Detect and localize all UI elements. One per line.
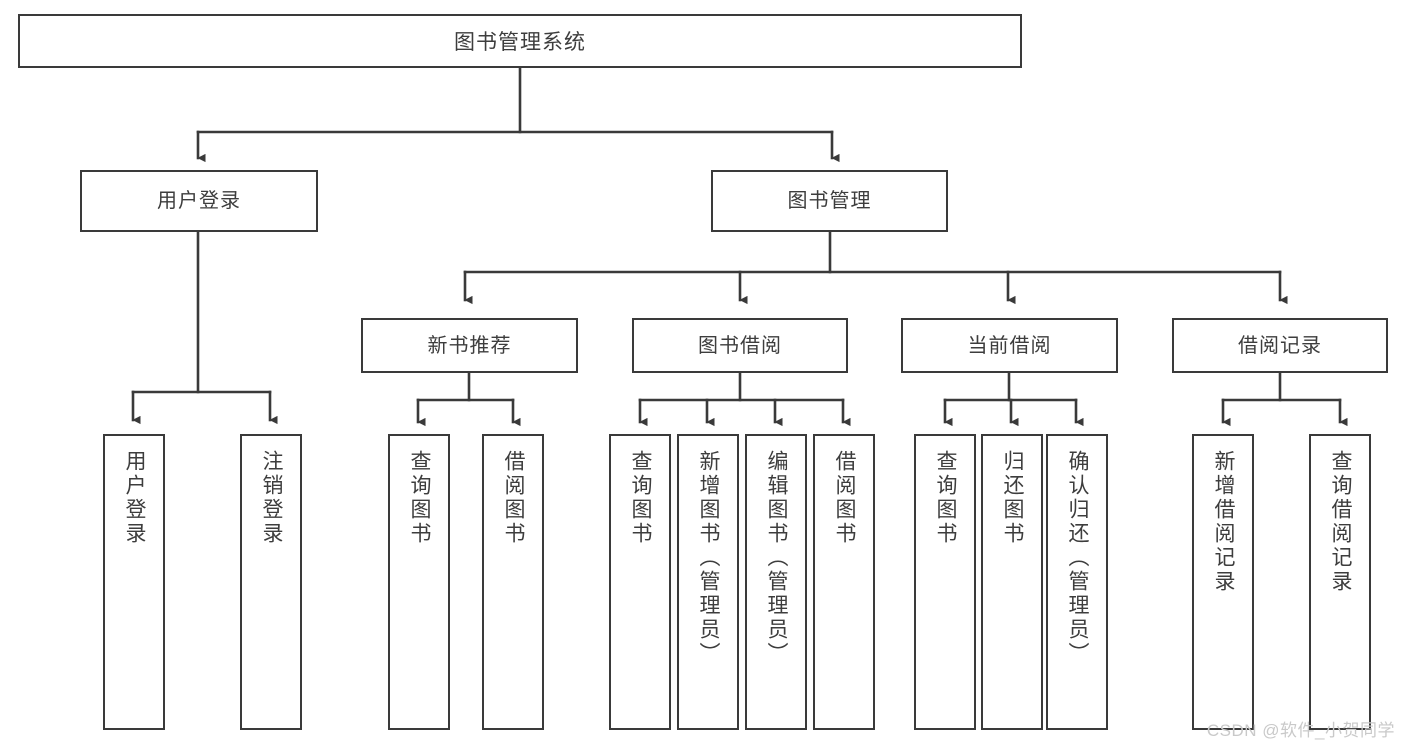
leaf-borrow-book-1-label: 借阅图书 <box>502 450 526 546</box>
leaf-add-record-label: 新增借阅记录 <box>1212 450 1236 594</box>
node-book-borrow[interactable]: 图书借阅 <box>632 318 848 373</box>
node-borrow-record-label: 借阅记录 <box>1238 334 1322 357</box>
node-user-login-label: 用户登录 <box>157 190 241 212</box>
leaf-query-book-2-label: 查询图书 <box>629 450 653 546</box>
node-current-borrow[interactable]: 当前借阅 <box>901 318 1118 373</box>
leaf-user-login[interactable]: 用户登录 <box>103 434 165 730</box>
watermark: CSDN @软件_小贺同学 <box>1206 721 1395 740</box>
leaf-add-book-label: 新增图书（管理员） <box>697 450 721 666</box>
node-user-login[interactable]: 用户登录 <box>80 170 318 232</box>
leaf-query-book-3-label: 查询图书 <box>934 450 958 546</box>
leaf-query-book-3[interactable]: 查询图书 <box>914 434 976 730</box>
leaf-return-book[interactable]: 归还图书 <box>981 434 1043 730</box>
leaf-user-login-label: 用户登录 <box>123 450 147 546</box>
leaf-borrow-book-1[interactable]: 借阅图书 <box>482 434 544 730</box>
node-root-label: 图书管理系统 <box>454 31 586 54</box>
leaf-edit-book[interactable]: 编辑图书（管理员） <box>745 434 807 730</box>
leaf-add-book[interactable]: 新增图书（管理员） <box>677 434 739 730</box>
leaf-return-book-label: 归还图书 <box>1001 450 1025 546</box>
leaf-query-book-1-label: 查询图书 <box>408 450 432 546</box>
leaf-query-record-label: 查询借阅记录 <box>1329 450 1353 594</box>
node-current-borrow-label: 当前借阅 <box>967 334 1052 357</box>
leaf-query-book-1[interactable]: 查询图书 <box>388 434 450 730</box>
node-book-management-label: 图书管理 <box>787 190 872 212</box>
leaf-borrow-book-2-label: 借阅图书 <box>833 450 857 546</box>
leaf-edit-book-label: 编辑图书（管理员） <box>765 450 789 666</box>
leaf-logout-login[interactable]: 注销登录 <box>240 434 302 730</box>
node-new-book-recommend-label: 新书推荐 <box>427 334 512 357</box>
node-borrow-record[interactable]: 借阅记录 <box>1172 318 1388 373</box>
leaf-query-book-2[interactable]: 查询图书 <box>609 434 671 730</box>
leaf-confirm-return[interactable]: 确认归还（管理员） <box>1046 434 1108 730</box>
leaf-borrow-book-2[interactable]: 借阅图书 <box>813 434 875 730</box>
leaf-add-record[interactable]: 新增借阅记录 <box>1192 434 1254 730</box>
node-book-management[interactable]: 图书管理 <box>711 170 948 232</box>
leaf-query-record[interactable]: 查询借阅记录 <box>1309 434 1371 730</box>
leaf-logout-login-label: 注销登录 <box>260 450 284 546</box>
leaf-confirm-return-label: 确认归还（管理员） <box>1066 450 1090 666</box>
node-root-system[interactable]: 图书管理系统 <box>18 14 1022 68</box>
node-new-book-recommend[interactable]: 新书推荐 <box>361 318 578 373</box>
node-book-borrow-label: 图书借阅 <box>698 334 782 357</box>
